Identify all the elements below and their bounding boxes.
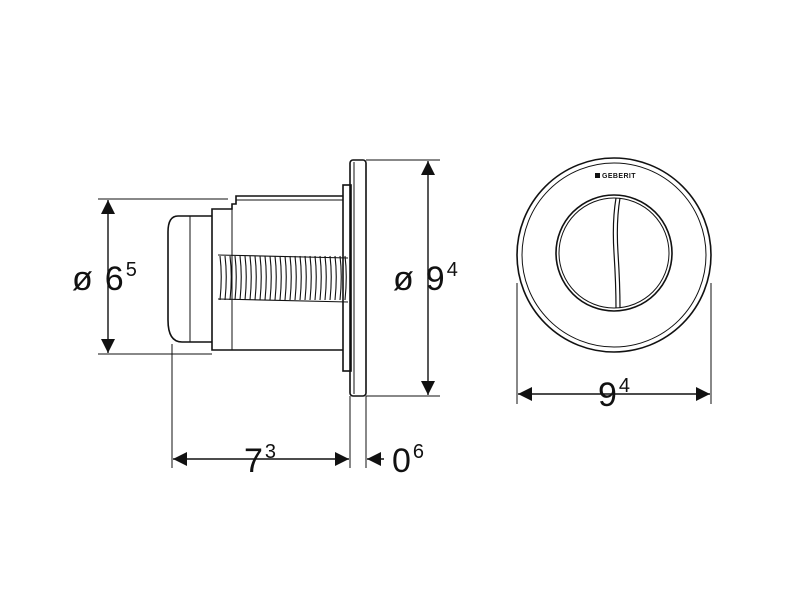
thread-edge — [217, 254, 349, 259]
thread-groove — [259, 255, 262, 301]
thread-groove — [254, 255, 257, 301]
thread-groove — [339, 255, 342, 301]
plate-step — [342, 184, 352, 372]
brand-mark-icon — [595, 173, 600, 178]
thread-groove — [264, 255, 267, 301]
thread-groove — [299, 255, 302, 301]
thread-groove — [279, 255, 282, 301]
brand-text: GEBERIT — [602, 173, 636, 180]
thread-groove — [229, 255, 232, 301]
thread-groove — [309, 255, 312, 301]
body-threads — [217, 254, 349, 303]
thread-groove — [219, 255, 222, 301]
thread-groove — [284, 255, 287, 301]
thread-groove — [324, 255, 327, 301]
thread-groove — [249, 255, 252, 301]
thread-groove — [319, 255, 322, 301]
thread-groove — [289, 255, 292, 301]
side-view — [98, 159, 440, 468]
thread-edge — [217, 298, 349, 303]
thread-groove — [244, 255, 247, 301]
dimension-lines — [101, 161, 435, 466]
brand-logo: GEBERIT — [595, 173, 636, 180]
thread-groove — [314, 255, 317, 301]
thread-groove — [234, 255, 237, 301]
button-outer — [555, 194, 673, 312]
thread-groove — [239, 255, 242, 301]
body-housing — [211, 195, 343, 351]
thread-groove — [304, 255, 307, 301]
thread-groove — [334, 255, 337, 301]
thread-groove — [269, 255, 272, 301]
thread-groove — [274, 255, 277, 301]
thread-groove — [224, 255, 227, 301]
thread-groove — [329, 255, 332, 301]
plate-rim — [349, 159, 367, 397]
front-view — [516, 157, 712, 404]
thread-groove — [344, 255, 347, 301]
front-plate-inner — [521, 162, 707, 348]
button-inner — [558, 197, 670, 309]
front-plate-outer — [516, 157, 712, 353]
thread-groove — [294, 255, 297, 301]
body-nozzle — [167, 215, 212, 343]
flush-split-line — [612, 197, 617, 309]
